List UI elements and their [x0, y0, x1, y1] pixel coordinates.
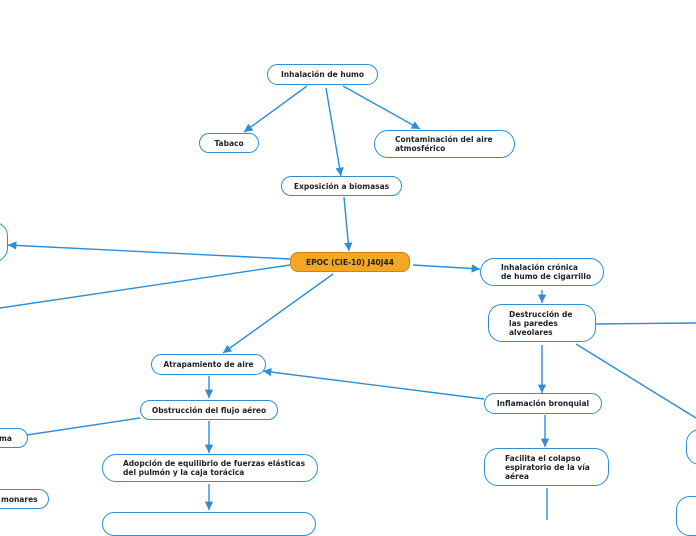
edge: [575, 343, 696, 419]
edge: [26, 417, 141, 436]
edge: [262, 367, 485, 400]
node-adopcion[interactable]: Adopción de equilibrio de fuerzas elásti…: [102, 454, 318, 482]
edge: [222, 273, 334, 354]
edge: [7, 241, 291, 260]
edge: [325, 87, 344, 177]
node-inhalacion-humo[interactable]: Inhalación de humo: [267, 64, 378, 85]
partial-monares-label: monares: [1, 494, 38, 504]
node-obstruccion[interactable]: Obstrucción del flujo aéreo: [140, 400, 278, 420]
node-partial-right-bottom[interactable]: [676, 496, 696, 536]
node-root-epoc[interactable]: EPOC (CIE-10) J40J44: [290, 252, 410, 272]
node-partial-ma[interactable]: ma: [0, 428, 28, 448]
connector-layer: [0, 85, 696, 520]
edge: [343, 196, 353, 252]
node-partial-monares[interactable]: monares: [0, 489, 49, 509]
node-partial-bottom[interactable]: [102, 512, 316, 536]
node-biomasas[interactable]: Exposición a biomasas: [281, 176, 402, 196]
node-destruccion[interactable]: Destrucción de las paredes alveolares: [488, 304, 596, 342]
edge: [0, 264, 291, 309]
edge: [342, 85, 421, 130]
node-inhalacion-cronica[interactable]: Inhalación crónica de humo de cigarrillo: [480, 258, 604, 286]
edge: [594, 322, 696, 325]
node-tabaco[interactable]: Tabaco: [199, 133, 259, 153]
edge: [243, 85, 308, 133]
node-inflamacion[interactable]: Inflamación bronquial: [484, 393, 602, 414]
node-atrapamiento[interactable]: Atrapamiento de aire: [151, 354, 266, 375]
node-colapso[interactable]: Facilita el colapso espiratorio de la ví…: [484, 448, 609, 486]
partial-ma-label: ma: [0, 433, 12, 443]
node-contaminacion[interactable]: Contaminación del aire atmosférico: [374, 130, 515, 158]
edge: [412, 264, 481, 273]
